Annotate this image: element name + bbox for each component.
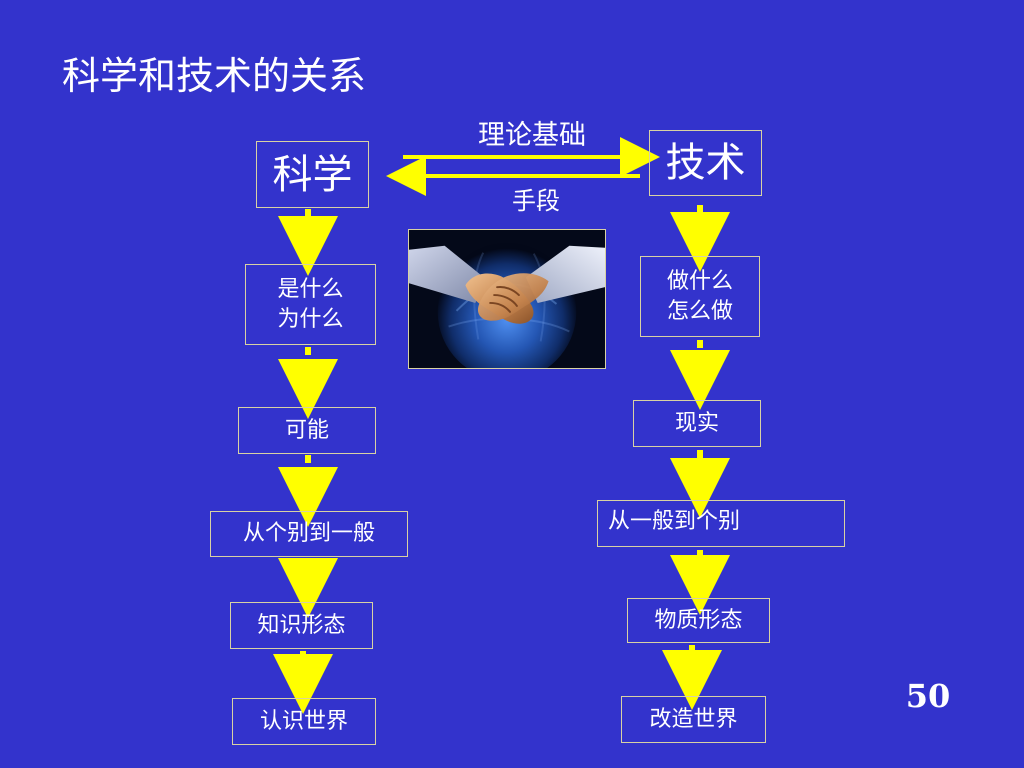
science-step-box-5: 认识世界 <box>232 698 376 745</box>
relation-technology-to-science-label: 手段 <box>512 187 560 215</box>
science-step-box-1: 是什么 为什么 <box>245 264 376 345</box>
science-step-text-2: 可能 <box>284 417 329 443</box>
handshake-globe-illustration <box>409 230 605 368</box>
technology-step-box-4: 物质形态 <box>627 598 770 643</box>
technology-heading: 技术 <box>665 140 746 186</box>
technology-step-text-1: 做什么 怎么做 <box>666 268 733 324</box>
science-step-text-3: 从个别到一般 <box>242 521 375 546</box>
science-box: 科学 <box>256 141 369 208</box>
technology-step-text-4: 物质形态 <box>654 607 743 633</box>
relation-science-to-technology-label: 理论基础 <box>478 120 586 151</box>
science-step-text-5: 认识世界 <box>259 708 348 734</box>
technology-step-text-3: 从一般到个别 <box>608 509 741 534</box>
science-step-text-1: 是什么 为什么 <box>277 276 344 332</box>
technology-box: 技术 <box>649 130 762 196</box>
handshake-globe-image <box>408 229 606 369</box>
technology-step-text-5: 改造世界 <box>649 706 738 732</box>
technology-step-box-1: 做什么 怎么做 <box>640 256 760 337</box>
slide-title: 科学和技术的关系 <box>62 54 367 98</box>
science-heading: 科学 <box>272 151 353 198</box>
technology-step-text-2: 现实 <box>674 410 719 436</box>
science-step-text-4: 知识形态 <box>257 612 346 638</box>
technology-step-box-3: 从一般到个别 <box>597 500 845 547</box>
science-step-box-2: 可能 <box>238 407 376 454</box>
technology-step-box-2: 现实 <box>633 400 761 447</box>
technology-step-box-5: 改造世界 <box>621 696 766 743</box>
page-number: 50 <box>905 677 951 715</box>
science-step-box-3: 从个别到一般 <box>210 511 408 557</box>
science-step-box-4: 知识形态 <box>230 602 373 649</box>
